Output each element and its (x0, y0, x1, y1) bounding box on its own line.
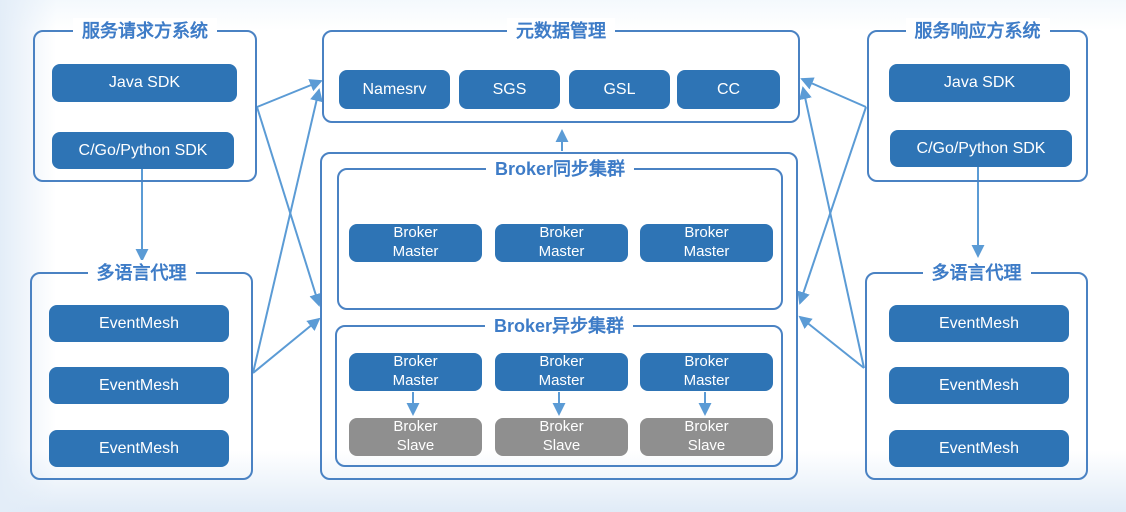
node-broker-master: Broker Master (349, 224, 482, 262)
arrow-responder-to-metadata (800, 77, 867, 108)
node-c-go-python-sdk: C/Go/Python SDK (52, 132, 234, 169)
node-eventmesh: EventMesh (889, 367, 1069, 404)
node-c-go-python-sdk: C/Go/Python SDK (890, 130, 1072, 167)
right-proxy-title: 多语言代理 (922, 260, 1031, 286)
broker-sync-title: Broker同步集群 (485, 156, 635, 182)
requester-system-box: 服务请求方系统 Java SDK C/Go/Python SDK (33, 18, 257, 182)
arrow-responder-to-broker (797, 106, 867, 305)
node-broker-master: Broker Master (640, 353, 773, 391)
broker-cluster-box: Broker同步集群 Broker Master Broker Master B… (320, 152, 798, 480)
node-sgs: SGS (459, 70, 560, 109)
arrow-requester-to-metadata (256, 79, 323, 108)
responder-system-box: 服务响应方系统 Java SDK C/Go/Python SDK (867, 18, 1088, 182)
node-broker-slave: Broker Slave (495, 418, 628, 456)
requester-system-title: 服务请求方系统 (73, 18, 217, 44)
broker-sync-box: Broker同步集群 Broker Master Broker Master B… (337, 156, 783, 310)
node-cc: CC (677, 70, 780, 109)
node-eventmesh: EventMesh (889, 305, 1069, 342)
arrow-rightproxy-to-broker (798, 315, 865, 369)
node-broker-master: Broker Master (349, 353, 482, 391)
node-eventmesh: EventMesh (49, 430, 229, 467)
node-broker-master: Broker Master (640, 224, 773, 262)
node-eventmesh: EventMesh (49, 305, 229, 342)
responder-system-title: 服务响应方系统 (905, 18, 1050, 44)
node-broker-slave: Broker Slave (640, 418, 773, 456)
node-broker-slave: Broker Slave (349, 418, 482, 456)
metadata-box: 元数据管理 Namesrv SGS GSL CC (322, 18, 800, 123)
node-gsl: GSL (569, 70, 670, 109)
metadata-title: 元数据管理 (507, 18, 615, 44)
arrow-leftproxy-to-metadata (252, 88, 323, 374)
node-eventmesh: EventMesh (889, 430, 1069, 467)
node-broker-master: Broker Master (495, 224, 628, 262)
left-proxy-box: 多语言代理 EventMesh EventMesh EventMesh (30, 260, 253, 480)
arrow-leftproxy-to-broker (252, 317, 321, 374)
broker-async-title: Broker异步集群 (484, 313, 634, 339)
node-broker-master: Broker Master (495, 353, 628, 391)
node-java-sdk: Java SDK (889, 64, 1070, 102)
node-eventmesh: EventMesh (49, 367, 229, 404)
broker-async-box: Broker异步集群 Broker Master Broker Master B… (335, 313, 783, 467)
node-namesrv: Namesrv (339, 70, 450, 109)
left-proxy-title: 多语言代理 (87, 260, 196, 286)
arrow-rightproxy-to-metadata (799, 86, 865, 369)
right-proxy-box: 多语言代理 EventMesh EventMesh EventMesh (865, 260, 1088, 480)
arrow-requester-to-broker (256, 106, 322, 307)
node-java-sdk: Java SDK (52, 64, 237, 102)
